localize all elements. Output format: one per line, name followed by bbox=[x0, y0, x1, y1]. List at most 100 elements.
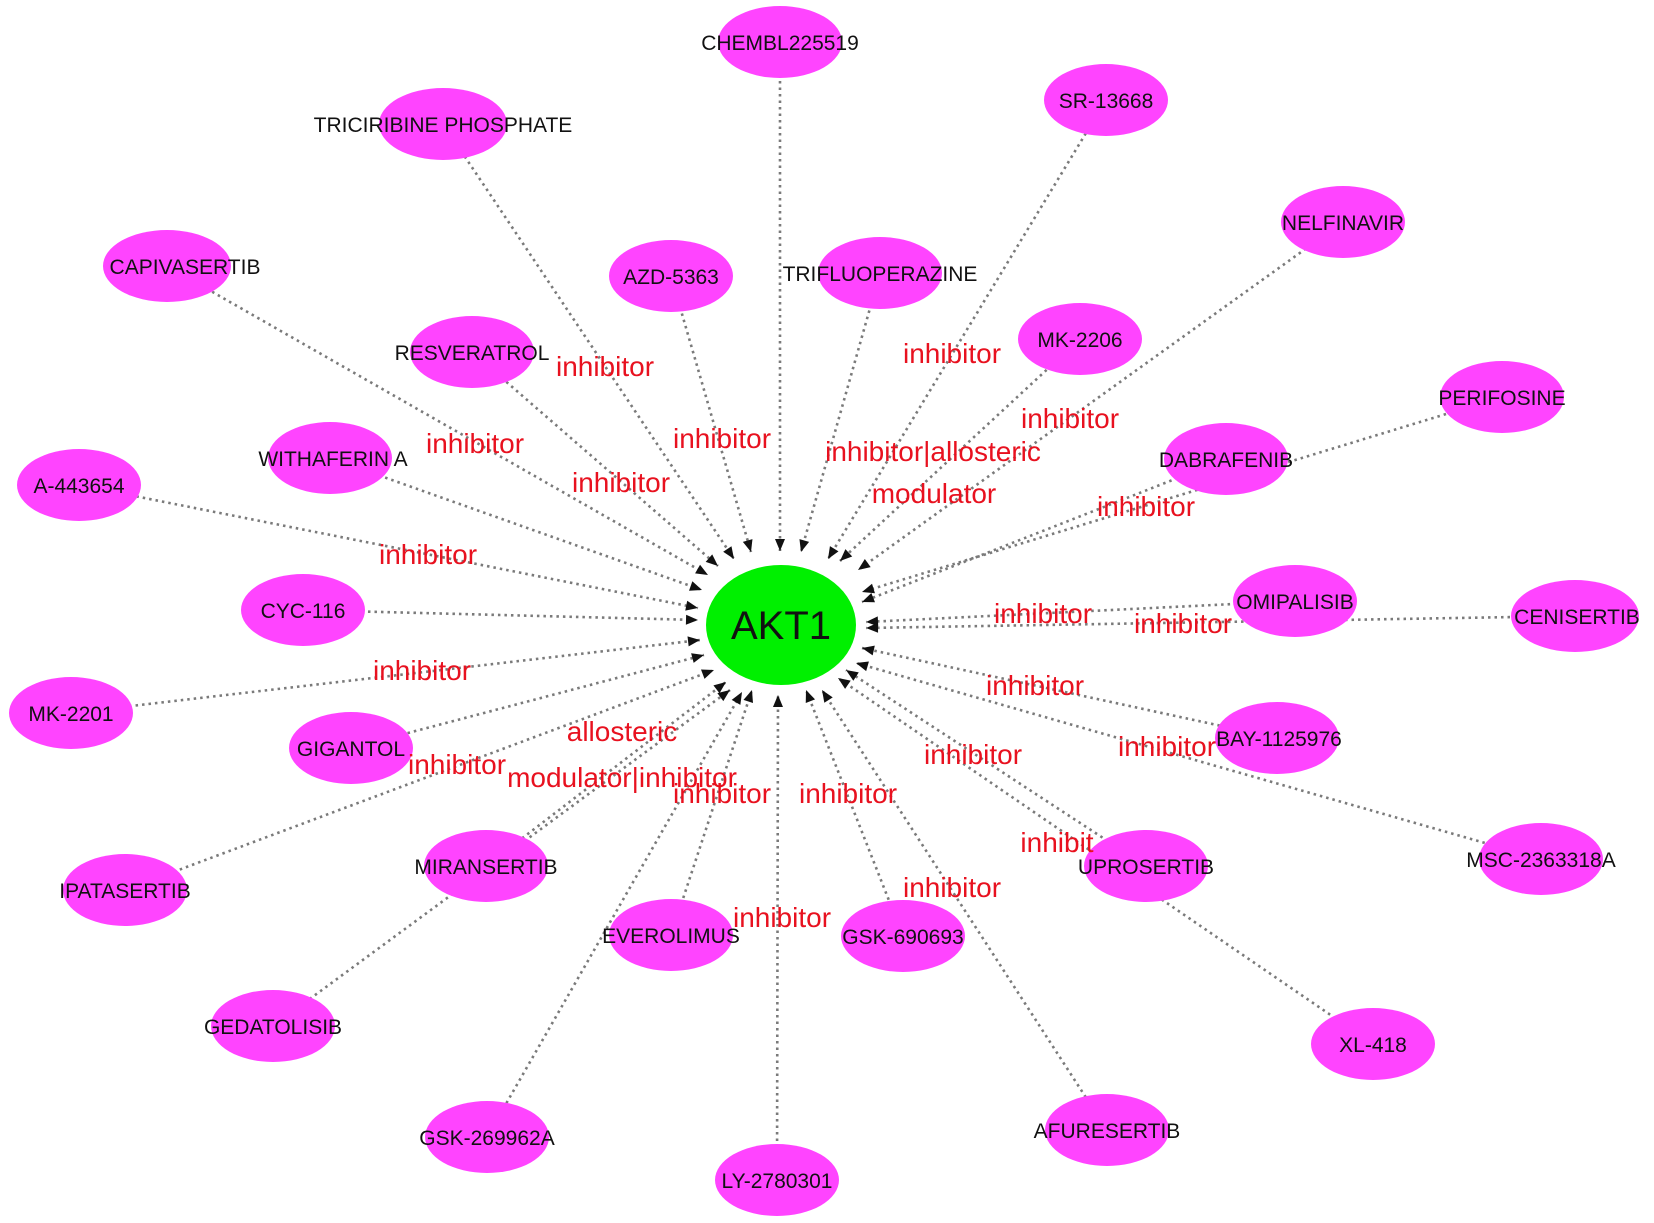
drug-node-label: GSK-690693 bbox=[842, 926, 963, 949]
drug-node-shape bbox=[818, 237, 942, 309]
interaction-label-mk2206: inhibitor bbox=[1021, 403, 1119, 434]
edge-trifluoperazine-to-akt1 bbox=[799, 272, 882, 553]
drug-node-label: GSK-269962A bbox=[419, 1127, 554, 1150]
node-everolimus[interactable]: EVEROLIMUS bbox=[602, 899, 740, 971]
node-chembl225519[interactable]: CHEMBL225519 bbox=[701, 6, 859, 78]
interaction-label-uprosertib: inhibit bbox=[1020, 827, 1093, 858]
node-mk2206[interactable]: MK-2206 bbox=[1018, 303, 1142, 375]
interaction-label-azd5363: inhibitor bbox=[673, 423, 771, 454]
node-dabrafenib[interactable]: DABRAFENIB bbox=[1159, 423, 1293, 495]
node-msc2363318a[interactable]: MSC-2363318A bbox=[1466, 823, 1616, 895]
center-node-shape bbox=[706, 565, 856, 685]
edge-ly2780301-to-akt1 bbox=[775, 694, 780, 1181]
edge-everolimus-to-akt1 bbox=[669, 689, 754, 936]
interaction-label-withaferin: inhibitor bbox=[572, 467, 670, 498]
arrowhead-cyc116 bbox=[685, 614, 698, 625]
node-gsk269962a[interactable]: GSK-269962A bbox=[419, 1101, 555, 1173]
interaction-label-msc2363318a: inhibitor bbox=[924, 739, 1022, 770]
drug-node-label: NELFINAVIR bbox=[1282, 212, 1404, 235]
drug-node-shape bbox=[609, 899, 733, 971]
node-perifosine[interactable]: PERIFOSINE bbox=[1438, 361, 1566, 433]
arrowhead-afuresertib bbox=[822, 690, 833, 703]
edge-perifosine-to-akt1 bbox=[861, 395, 1503, 594]
interaction-label-mk2206-b: inhibitor|allosteric bbox=[825, 436, 1041, 467]
drug-node-label: AZD-5363 bbox=[623, 266, 719, 289]
arrowhead-azd5363 bbox=[742, 539, 753, 552]
node-gedatolisib[interactable]: GEDATOLISIB bbox=[204, 990, 342, 1062]
node-afuresertib[interactable]: AFURESERTIB bbox=[1034, 1094, 1181, 1166]
edge-afuresertib-to-akt1 bbox=[820, 689, 1109, 1131]
node-trifluoperazine[interactable]: TRIFLUOPERAZINE bbox=[783, 237, 978, 309]
interaction-label-mk2206-c: modulator bbox=[872, 478, 997, 509]
arrowhead-ipatasertib bbox=[701, 669, 714, 679]
node-gigantol[interactable]: GIGANTOL bbox=[289, 712, 413, 784]
drug-node-shape bbox=[63, 854, 187, 926]
edge-capivasertib-to-akt1 bbox=[166, 264, 709, 577]
edge-mk2206-to-akt1 bbox=[839, 338, 1081, 562]
arrowhead-everolimus bbox=[743, 690, 753, 703]
node-akt1[interactable]: AKT1 bbox=[706, 565, 856, 685]
arrowhead-nelfinavir bbox=[858, 558, 871, 570]
drug-node-shape bbox=[1440, 361, 1564, 433]
arrowhead-bay1125976 bbox=[862, 645, 875, 656]
interaction-label-dabrafenib: inhibitor bbox=[1097, 491, 1195, 522]
node-resveratrol[interactable]: RESVERATROL bbox=[395, 316, 550, 388]
drug-node-shape bbox=[424, 830, 548, 902]
interaction-label-gigantol-b: modulator|inhibitor bbox=[507, 762, 737, 793]
drug-node-label: IPATASERTIB bbox=[59, 880, 190, 903]
interaction-label-gsk690693: inhibitor bbox=[799, 778, 897, 809]
drug-node-label: MK-2206 bbox=[1037, 329, 1122, 352]
arrowhead-gsk269962a bbox=[731, 692, 742, 705]
arrowhead-sr13668 bbox=[828, 546, 839, 559]
edge-cyc116-to-akt1 bbox=[302, 608, 699, 622]
node-miransertib[interactable]: MIRANSERTIB bbox=[414, 830, 558, 902]
edge-ipatasertib-to-akt1 bbox=[124, 668, 715, 892]
drug-node-label: CENISERTIB bbox=[1514, 606, 1640, 629]
drug-node-label: GEDATOLISIB bbox=[204, 1016, 342, 1039]
arrowhead-resveratrol bbox=[705, 554, 718, 566]
interaction-label-ipatasertib: inhibitor bbox=[408, 749, 506, 780]
node-cyc116[interactable]: CYC-116 bbox=[241, 574, 365, 646]
arrowhead-dabrafenib bbox=[862, 592, 875, 603]
drug-node-shape bbox=[268, 422, 392, 494]
arrowheads-layer bbox=[685, 539, 879, 708]
drug-node-shape bbox=[718, 6, 842, 78]
node-capivasertib[interactable]: CAPIVASERTIB bbox=[103, 230, 260, 302]
node-bay1125976[interactable]: BAY-1125976 bbox=[1215, 702, 1342, 774]
node-omipalisib[interactable]: OMIPALISIB bbox=[1233, 565, 1357, 637]
node-ipatasertib[interactable]: IPATASERTIB bbox=[59, 854, 191, 926]
node-cenisertib[interactable]: CENISERTIB bbox=[1511, 580, 1640, 652]
drug-node-shape bbox=[1045, 1094, 1169, 1166]
node-ly2780301[interactable]: LY-2780301 bbox=[715, 1144, 839, 1216]
node-triciribine[interactable]: TRICIRIBINE PHOSPHATE bbox=[314, 88, 573, 160]
drug-node-shape bbox=[1164, 423, 1288, 495]
drug-node-label: AFURESERTIB bbox=[1034, 1120, 1181, 1143]
node-sr13668[interactable]: SR-13668 bbox=[1044, 64, 1168, 136]
arrowhead-trifluoperazine bbox=[799, 539, 810, 552]
drug-node-label: MSC-2363318A bbox=[1466, 849, 1615, 872]
drug-node-label: MIRANSERTIB bbox=[414, 856, 557, 879]
edge-gsk690693-to-akt1 bbox=[804, 689, 905, 937]
arrowhead-gsk690693 bbox=[805, 690, 816, 703]
node-nelfinavir[interactable]: NELFINAVIR bbox=[1281, 186, 1405, 258]
edge-nelfinavir-to-akt1 bbox=[857, 220, 1344, 572]
node-uprosertib[interactable]: UPROSERTIB bbox=[1078, 830, 1214, 902]
node-azd5363[interactable]: AZD-5363 bbox=[609, 240, 733, 312]
node-mk2201[interactable]: MK-2201 bbox=[9, 677, 133, 749]
drug-node-label: BAY-1125976 bbox=[1216, 728, 1342, 751]
node-xl418[interactable]: XL-418 bbox=[1311, 1008, 1435, 1080]
drug-node-shape bbox=[103, 230, 231, 302]
drug-node-shape bbox=[1311, 1008, 1435, 1080]
arrowhead-mk2206 bbox=[840, 549, 853, 561]
node-withaferin[interactable]: WITHAFERIN A bbox=[258, 422, 408, 494]
edge-xl418-to-akt1 bbox=[837, 676, 1374, 1046]
node-gsk690693[interactable]: GSK-690693 bbox=[841, 900, 965, 972]
drug-node-label: GIGANTOL bbox=[297, 738, 405, 761]
interaction-label-trifluoperazine: inhibitor bbox=[903, 338, 1001, 369]
drug-node-label: CAPIVASERTIB bbox=[110, 256, 261, 279]
node-a443654[interactable]: A-443654 bbox=[17, 449, 141, 521]
interaction-label-everolimus: inhibitor bbox=[673, 778, 771, 809]
interaction-label-omipalisib: inhibitor bbox=[994, 598, 1092, 629]
edge-gigantol-to-akt1 bbox=[350, 653, 705, 750]
